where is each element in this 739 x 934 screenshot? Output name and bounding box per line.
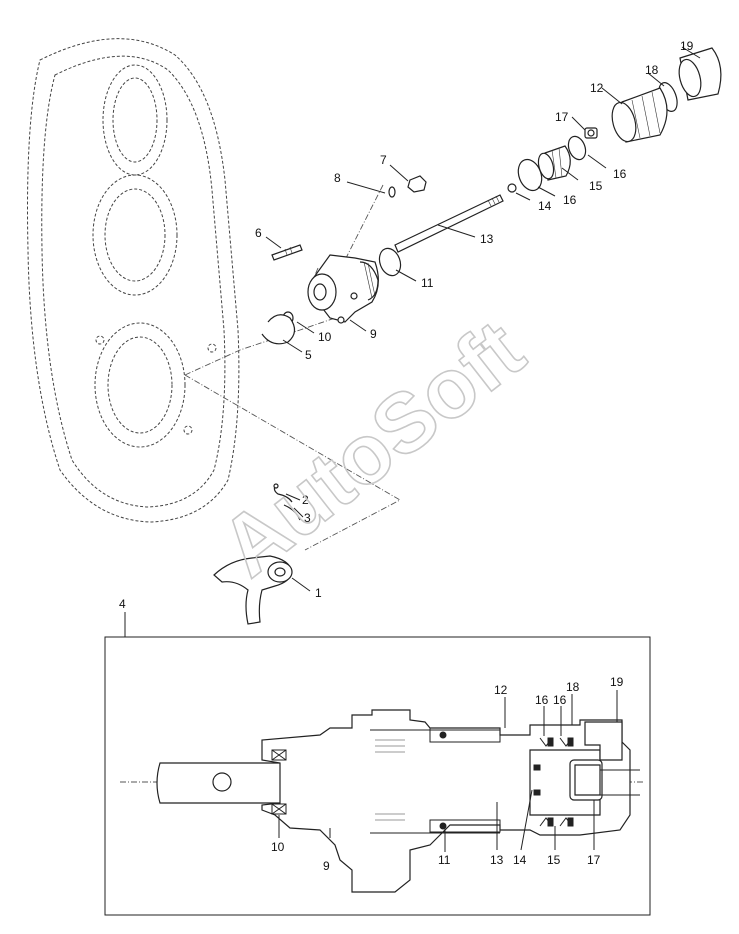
callout-2: 2 bbox=[302, 493, 309, 507]
section-leader-lines bbox=[278, 690, 618, 852]
callout-16-upper: 16 bbox=[613, 167, 627, 181]
section-callout-11: 11 bbox=[438, 853, 451, 867]
part-9-shift-housing bbox=[307, 254, 379, 324]
callout-3: 3 bbox=[304, 511, 311, 525]
callout-15: 15 bbox=[589, 179, 603, 193]
section-view bbox=[120, 709, 645, 893]
callout-16-lower: 16 bbox=[563, 193, 577, 207]
callout-10: 10 bbox=[318, 330, 332, 344]
callout-11: 11 bbox=[421, 276, 434, 290]
callout-19: 19 bbox=[680, 39, 694, 53]
part-12-sleeve bbox=[611, 87, 668, 143]
callout-5: 5 bbox=[305, 348, 312, 362]
callout-8: 8 bbox=[334, 171, 341, 185]
exploded-callouts: 19 18 12 17 16 15 16 14 13 11 7 8 6 10 9… bbox=[119, 39, 694, 611]
section-callout-12: 12 bbox=[494, 683, 508, 697]
section-callout-10: 10 bbox=[271, 840, 285, 854]
part-17-bolt bbox=[584, 127, 598, 139]
callout-17: 17 bbox=[555, 110, 569, 124]
callout-14: 14 bbox=[538, 199, 552, 213]
section-callout-17: 17 bbox=[587, 853, 601, 867]
section-callout-13: 13 bbox=[490, 853, 504, 867]
section-callout-16-a: 16 bbox=[535, 693, 549, 707]
part-7-nut bbox=[407, 175, 427, 193]
callout-13: 13 bbox=[480, 232, 494, 246]
section-callout-15: 15 bbox=[547, 853, 561, 867]
callout-6: 6 bbox=[255, 226, 262, 240]
transmission-housing-phantom bbox=[27, 38, 240, 523]
leader-lines bbox=[124, 46, 701, 637]
section-view-frame bbox=[104, 636, 651, 916]
callout-4: 4 bbox=[119, 597, 126, 611]
callout-1: 1 bbox=[315, 586, 322, 600]
part-2-3-pin-clip bbox=[273, 483, 301, 521]
part-8-washer bbox=[388, 186, 396, 198]
section-callout-14: 14 bbox=[513, 853, 527, 867]
section-callouts: 10 9 11 13 14 15 17 12 16 16 18 19 bbox=[271, 675, 624, 873]
part-16-seal-upper bbox=[567, 135, 587, 161]
part-11-retaining-ring bbox=[378, 247, 402, 277]
callout-18: 18 bbox=[645, 63, 659, 77]
part-13-shift-shaft bbox=[394, 194, 504, 253]
callout-12: 12 bbox=[590, 81, 604, 95]
section-callout-18: 18 bbox=[566, 680, 580, 694]
part-5-snap-ring bbox=[261, 314, 296, 345]
callout-7: 7 bbox=[380, 153, 387, 167]
section-callout-16-b: 16 bbox=[553, 693, 567, 707]
section-callout-9: 9 bbox=[323, 859, 330, 873]
section-callout-19: 19 bbox=[610, 675, 624, 689]
callout-9: 9 bbox=[370, 327, 377, 341]
part-15-piston bbox=[537, 145, 571, 181]
part-6-stud bbox=[271, 244, 303, 261]
part-1-shift-fork bbox=[213, 555, 293, 625]
part-14-o-ring bbox=[507, 183, 517, 193]
part-19-bushing bbox=[678, 47, 722, 101]
